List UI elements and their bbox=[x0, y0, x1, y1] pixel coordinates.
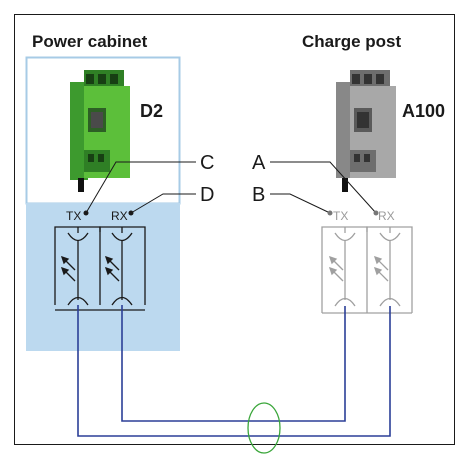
rx-left-connector-dot bbox=[129, 211, 134, 216]
charge-post-transceivers bbox=[322, 227, 412, 313]
pin-label-d: D bbox=[200, 184, 214, 207]
a100-device-image bbox=[336, 70, 396, 192]
tx-left-connector-dot bbox=[84, 211, 89, 216]
port-label-rx-right: RX bbox=[378, 209, 395, 223]
tx-right-connector-dot bbox=[328, 211, 333, 216]
power-cabinet-heading: Power cabinet bbox=[32, 32, 147, 52]
device-label-d2: D2 bbox=[140, 101, 163, 122]
power-cabinet-bottom-panel bbox=[26, 203, 180, 351]
port-label-tx-right: TX bbox=[333, 209, 348, 223]
port-label-rx-left: RX bbox=[111, 209, 128, 223]
charge-post-heading: Charge post bbox=[302, 32, 401, 52]
cable-bundle-ring bbox=[248, 403, 280, 453]
pin-label-b: B bbox=[252, 184, 265, 207]
d2-device-image bbox=[70, 70, 130, 192]
pin-label-a: A bbox=[252, 152, 265, 175]
port-label-tx-left: TX bbox=[66, 209, 81, 223]
pin-label-c: C bbox=[200, 152, 214, 175]
device-label-a100: A100 bbox=[402, 101, 445, 122]
